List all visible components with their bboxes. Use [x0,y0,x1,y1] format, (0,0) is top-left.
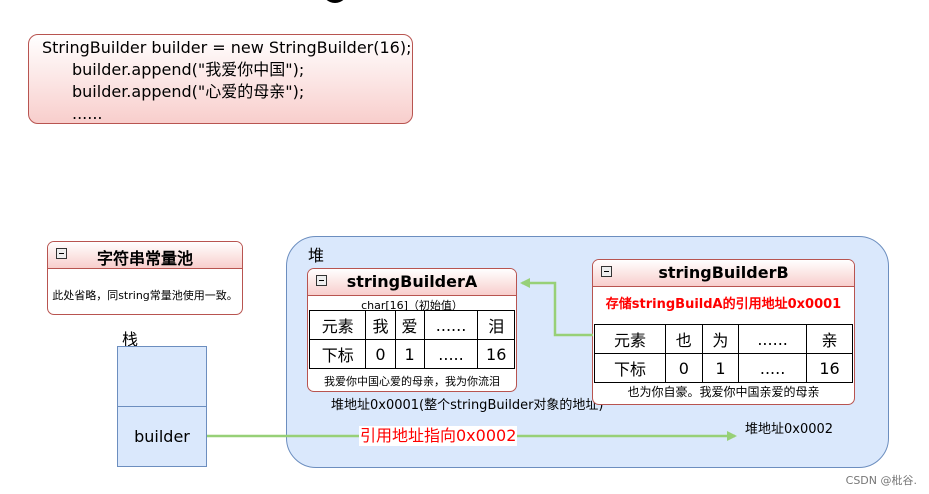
table-cell: 亲 [806,324,853,354]
table-cell: 爱 [394,310,425,340]
collapse-icon[interactable] [316,275,327,286]
code-line: builder.append("我爱你中国"); [72,60,305,79]
card-header: 字符串常量池 [48,242,242,269]
table-cell: 0 [665,353,703,383]
code-line: ...... [72,104,103,123]
stack-var: builder [134,427,190,446]
code-line: builder.append("心爱的母亲"); [72,82,305,101]
card-title: stringBuilderB [658,263,789,282]
top-shape [322,0,348,3]
builder-note: 我爱你中国心爱的母亲，我为你流泪 [324,375,500,388]
collapse-icon[interactable] [56,248,67,259]
table-cell: 1 [701,353,740,383]
array-caption: char[16]（初始值） [361,299,463,312]
card-title: stringBuilderA [346,272,478,291]
table-cell: 16 [477,339,515,369]
string-builder-b-card: stringBuilderB 存储stringBuildA的引用地址0x0001… [592,259,855,405]
table-cell: 元素 [308,310,367,340]
index-row: 下标 0 1 ..... 16 [593,353,853,383]
card-header: stringBuilderA [308,269,516,296]
heap-address-a: 堆地址0x0001(整个stringBuilder对象的地址) [331,398,604,413]
code-box: StringBuilder builder = new StringBuilde… [28,34,413,124]
table-cell: 16 [806,353,853,383]
string-builder-a-card: stringBuilderA char[16]（初始值） 元素 我 爱 ....… [307,268,517,392]
table-cell: 泪 [477,310,515,340]
table-cell: 0 [365,339,396,369]
card-header: stringBuilderB [593,260,854,287]
table-cell: 下标 [593,353,667,383]
code-line: StringBuilder builder = new StringBuilde… [42,38,412,57]
table-cell: ..... [423,339,479,369]
stack-cell-builder: builder [117,406,207,467]
builder-note: 也为你自豪。我爱你中国亲爱的母亲 [627,385,820,399]
stack-label: 栈 [122,330,139,349]
index-row: 下标 0 1 ..... 16 [308,339,515,369]
string-pool-card: 字符串常量池 此处省略，同string常量池使用一致。 [47,241,243,315]
element-row: 元素 我 爱 ...... 泪 [308,310,515,340]
array-table-a: 元素 我 爱 ...... 泪 下标 0 1 ..... 16 [308,310,515,369]
table-cell: ...... [423,310,479,340]
heap-label: 堆 [308,246,325,265]
watermark: CSDN @枇谷. [845,474,917,487]
collapse-icon[interactable] [601,266,612,277]
reference-arrow-b-to-a [520,278,593,337]
table-cell: ..... [738,353,807,383]
table-cell: 下标 [308,339,367,369]
reference-label: 引用地址指向0x0002 [359,426,518,446]
array-table-b: 元素 也 为 ...... 亲 下标 0 1 ..... 16 [593,324,853,383]
card-title: 字符串常量池 [96,249,193,268]
table-cell: 元素 [593,324,667,354]
table-cell: 我 [365,310,396,340]
heap-address-b: 堆地址0x0002 [745,422,834,437]
table-cell: 1 [394,339,425,369]
pool-note: 此处省略，同string常量池使用一致。 [52,289,238,302]
reference-caption: 存储stringBuildA的引用地址0x0001 [605,297,842,312]
